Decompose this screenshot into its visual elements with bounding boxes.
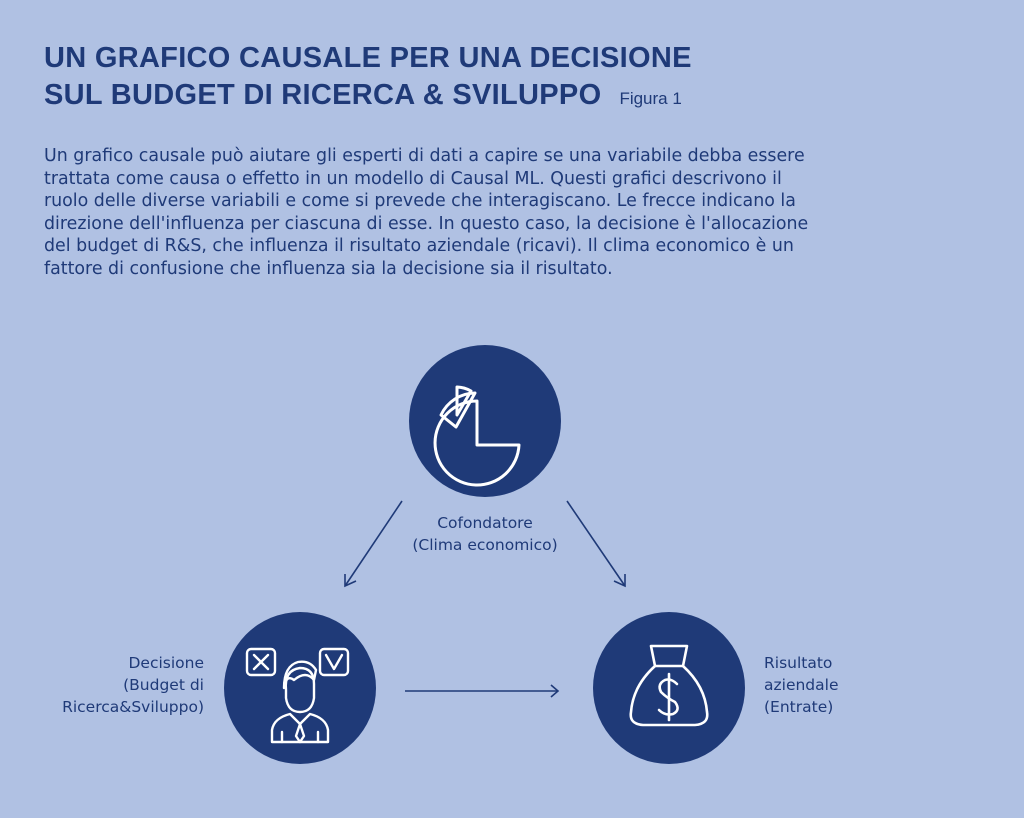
decision-label: Decisione (Budget di Ricerca&Sviluppo) bbox=[20, 652, 204, 718]
confounder-label-line: (Clima economico) bbox=[412, 536, 558, 554]
outcome-label-line: Risultato bbox=[764, 654, 833, 672]
arrow-decision-to-outcome bbox=[405, 684, 560, 698]
outcome-label: Risultato aziendale (Entrate) bbox=[764, 652, 884, 718]
page-title: UN GRAFICO CAUSALE PER UNA DECISIONE SUL… bbox=[44, 40, 692, 117]
outcome-label-line: (Entrate) bbox=[764, 698, 834, 716]
intro-line: del budget di R&S, che influenza il risu… bbox=[44, 236, 794, 256]
decision-label-line: (Budget di bbox=[123, 676, 204, 694]
x-box-icon bbox=[245, 647, 277, 677]
intro-line: trattata come causa o effetto in un mode… bbox=[44, 168, 782, 189]
intro-paragraph: Un grafico causale può aiutare gli esper… bbox=[44, 145, 984, 280]
businessman-decision-icon bbox=[245, 647, 350, 744]
arrow-confounder-to-decision bbox=[344, 500, 403, 588]
arrow-confounder-to-outcome bbox=[566, 500, 626, 588]
title-line-1: UN GRAFICO CAUSALE PER UNA DECISIONE bbox=[44, 42, 692, 74]
confounder-node bbox=[409, 345, 561, 497]
intro-line: ruolo delle diverse variabili e come si … bbox=[44, 191, 796, 211]
decision-label-line: Decisione bbox=[128, 654, 204, 672]
decision-label-line: Ricerca&Sviluppo) bbox=[62, 698, 204, 716]
title-line-2: SUL BUDGET DI RICERCA & SVILUPPO Figura 1 bbox=[44, 77, 692, 117]
check-box-icon bbox=[318, 647, 350, 677]
figure-label: Figura 1 bbox=[619, 89, 682, 108]
intro-line: fattore di confusione che influenza sia … bbox=[44, 258, 613, 279]
decision-node bbox=[224, 612, 376, 764]
title-line-2-text: SUL BUDGET DI RICERCA & SVILUPPO bbox=[44, 79, 602, 111]
confounder-label-line: Cofondatore bbox=[437, 514, 533, 532]
confounder-label: Cofondatore (Clima economico) bbox=[400, 512, 570, 556]
outcome-node bbox=[593, 612, 745, 764]
pie-chart-icon bbox=[433, 385, 521, 487]
outcome-label-line: aziendale bbox=[764, 676, 839, 694]
intro-line: Un grafico causale può aiutare gli esper… bbox=[44, 146, 805, 166]
intro-line: direzione dell'influenza per ciascuna di… bbox=[44, 213, 809, 234]
money-bag-icon bbox=[629, 644, 709, 727]
